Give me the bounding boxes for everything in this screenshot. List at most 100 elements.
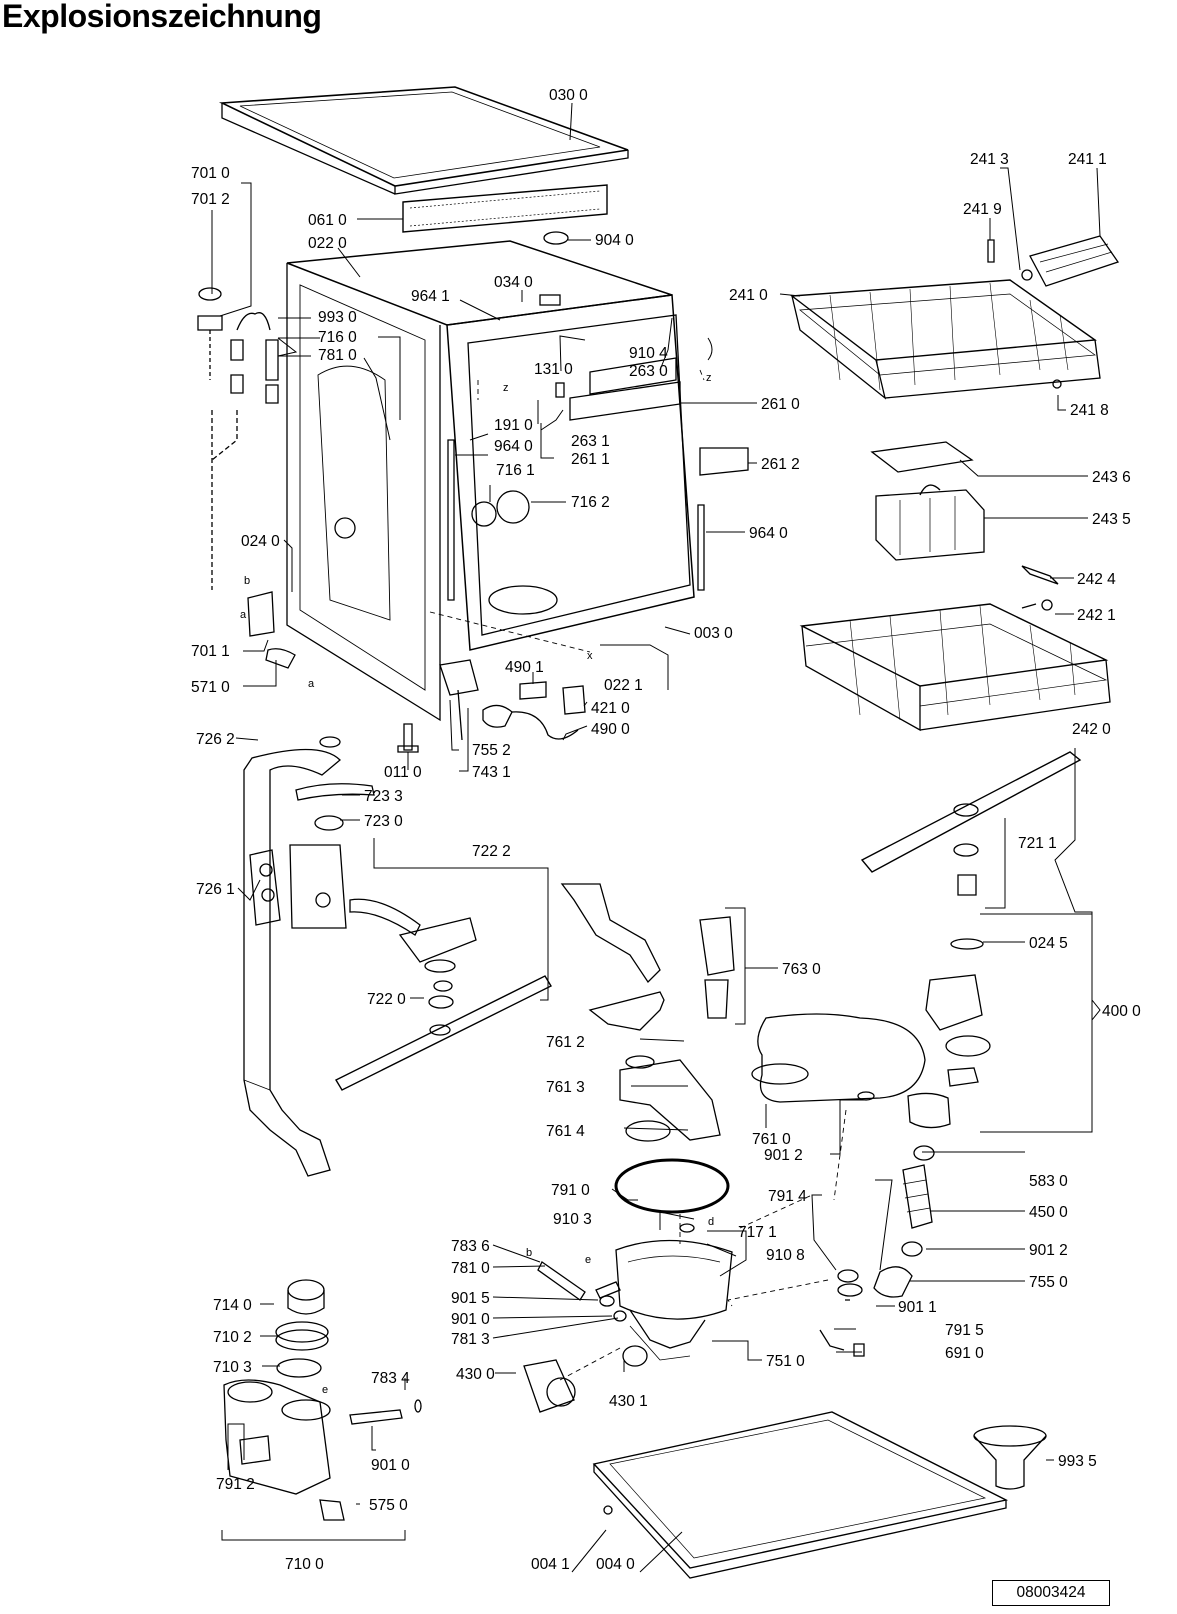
callout-label: 242 1 xyxy=(1077,607,1116,624)
callout-label: 904 0 xyxy=(595,232,634,249)
callout-label: 710 2 xyxy=(213,1329,252,1346)
callout-label: 242 4 xyxy=(1077,571,1116,588)
callout-label: 901 1 xyxy=(898,1299,937,1316)
base-tray-part xyxy=(592,1411,1009,1579)
callout-label: 901 5 xyxy=(451,1290,490,1307)
callout-label: 400 0 xyxy=(1102,1003,1141,1020)
callout-label: 022 1 xyxy=(604,677,643,694)
callout-label: 571 0 xyxy=(191,679,230,696)
callout-label: 743 1 xyxy=(472,764,511,781)
callout-label: 034 0 xyxy=(494,274,533,291)
callout-label: 716 1 xyxy=(496,462,535,479)
spray-arm-hub-part xyxy=(289,736,375,929)
document-code-box: 08003424 xyxy=(992,1580,1110,1606)
callout-label: 755 0 xyxy=(1029,1274,1068,1291)
callout-label: 993 5 xyxy=(1058,1453,1097,1470)
callout-label: 241 8 xyxy=(1070,402,1109,419)
door-lock-part xyxy=(397,659,586,753)
callout-label: 490 1 xyxy=(505,659,544,676)
dashed-guides xyxy=(429,369,847,1381)
callout-label: 993 0 xyxy=(318,309,357,326)
letter-mark-z: z xyxy=(706,372,712,384)
callout-label: 901 2 xyxy=(764,1147,803,1164)
callout-label: 242 0 xyxy=(1072,721,1111,738)
callout-label: 011 0 xyxy=(384,764,422,781)
callout-label: 490 0 xyxy=(591,721,630,738)
callout-label: 030 0 xyxy=(549,87,588,104)
callout-label: 061 0 xyxy=(308,212,347,229)
callout-label: 910 4 xyxy=(629,345,668,362)
callout-label: 726 1 xyxy=(196,881,235,898)
callout-label: 791 4 xyxy=(768,1188,807,1205)
callout-label: 022 0 xyxy=(308,235,347,252)
callout-label: 723 0 xyxy=(364,813,403,830)
callout-label: 781 0 xyxy=(451,1260,490,1277)
water-inlet-pipe-part xyxy=(560,883,721,1142)
callout-label: 004 0 xyxy=(596,1556,635,1573)
callout-label: 241 9 xyxy=(963,201,1002,218)
callout-label: 261 0 xyxy=(761,396,800,413)
cutlery-basket-part xyxy=(870,441,985,561)
lower-basket-part xyxy=(799,565,1111,732)
callout-label: 263 0 xyxy=(629,363,668,380)
callout-label: 783 6 xyxy=(451,1238,490,1255)
callout-label: 701 0 xyxy=(191,165,230,182)
callout-label: 761 0 xyxy=(752,1131,791,1148)
callout-label: 901 0 xyxy=(451,1311,490,1328)
letter-mark-e: e xyxy=(322,1384,328,1396)
callout-label: 714 0 xyxy=(213,1297,252,1314)
callout-label: 901 2 xyxy=(1029,1242,1068,1259)
upper-spray-arm-part xyxy=(860,751,1082,950)
callout-label: 710 0 xyxy=(285,1556,324,1573)
callout-label: 791 2 xyxy=(216,1476,255,1493)
callout-label: 191 0 xyxy=(494,417,533,434)
circulation-pump-part xyxy=(857,974,991,1298)
callout-labels: 030 0 061 0 904 0 022 0 034 0 964 1 993 … xyxy=(191,87,1141,1573)
callout-label: 701 2 xyxy=(191,191,230,208)
callout-label: 004 1 xyxy=(531,1556,570,1573)
callout-label: 761 4 xyxy=(546,1123,585,1140)
front-strip-part xyxy=(402,184,608,233)
callout-label: 430 1 xyxy=(609,1393,648,1410)
callout-label: 450 0 xyxy=(1029,1204,1068,1221)
letter-mark-b: b xyxy=(244,575,250,587)
hinge-cable-part xyxy=(197,287,296,669)
callout-label: 261 1 xyxy=(571,451,610,468)
callout-label: 131 0 xyxy=(534,361,573,378)
callout-label: 717 1 xyxy=(738,1224,777,1241)
callout-label: 901 0 xyxy=(371,1457,410,1474)
callout-label: 583 0 xyxy=(1029,1173,1068,1190)
callout-label: 241 0 xyxy=(729,287,768,304)
callout-label: 003 0 xyxy=(694,625,733,642)
callout-label: 263 1 xyxy=(571,433,610,450)
worktop-part xyxy=(218,86,629,195)
callout-label: 701 1 xyxy=(191,643,230,660)
callout-label: 910 8 xyxy=(766,1247,805,1264)
plug-part xyxy=(543,231,569,245)
callout-label: 241 3 xyxy=(970,151,1009,168)
callout-label: 722 0 xyxy=(367,991,406,1008)
filter-part xyxy=(699,916,926,1103)
lower-spray-arm-part xyxy=(335,898,552,1091)
callout-label: 721 1 xyxy=(1018,835,1057,852)
callout-label: 761 2 xyxy=(546,1034,585,1051)
callout-label: 751 0 xyxy=(766,1353,805,1370)
water-softener-part xyxy=(223,1279,422,1521)
callout-label: 783 4 xyxy=(371,1370,410,1387)
letter-mark-z: z xyxy=(503,382,509,394)
callout-label: 726 2 xyxy=(196,731,235,748)
letter-mark-e: e xyxy=(585,1254,591,1266)
leader-lines xyxy=(211,102,1101,1573)
callout-label: 763 0 xyxy=(782,961,821,978)
letter-marks: z z x a b a d e b e xyxy=(240,372,714,1396)
sump-part xyxy=(523,1158,865,1413)
part-illustrations xyxy=(197,86,1120,1579)
callout-label: 243 5 xyxy=(1092,511,1131,528)
callout-label: 243 6 xyxy=(1092,469,1131,486)
page-title: Explosionszeichnung xyxy=(2,0,322,34)
callout-label: 910 3 xyxy=(553,1211,592,1228)
letter-mark-a: a xyxy=(240,609,247,621)
upper-basket-part xyxy=(790,235,1120,400)
callout-label: 964 0 xyxy=(749,525,788,542)
callout-label: 964 1 xyxy=(411,288,450,305)
